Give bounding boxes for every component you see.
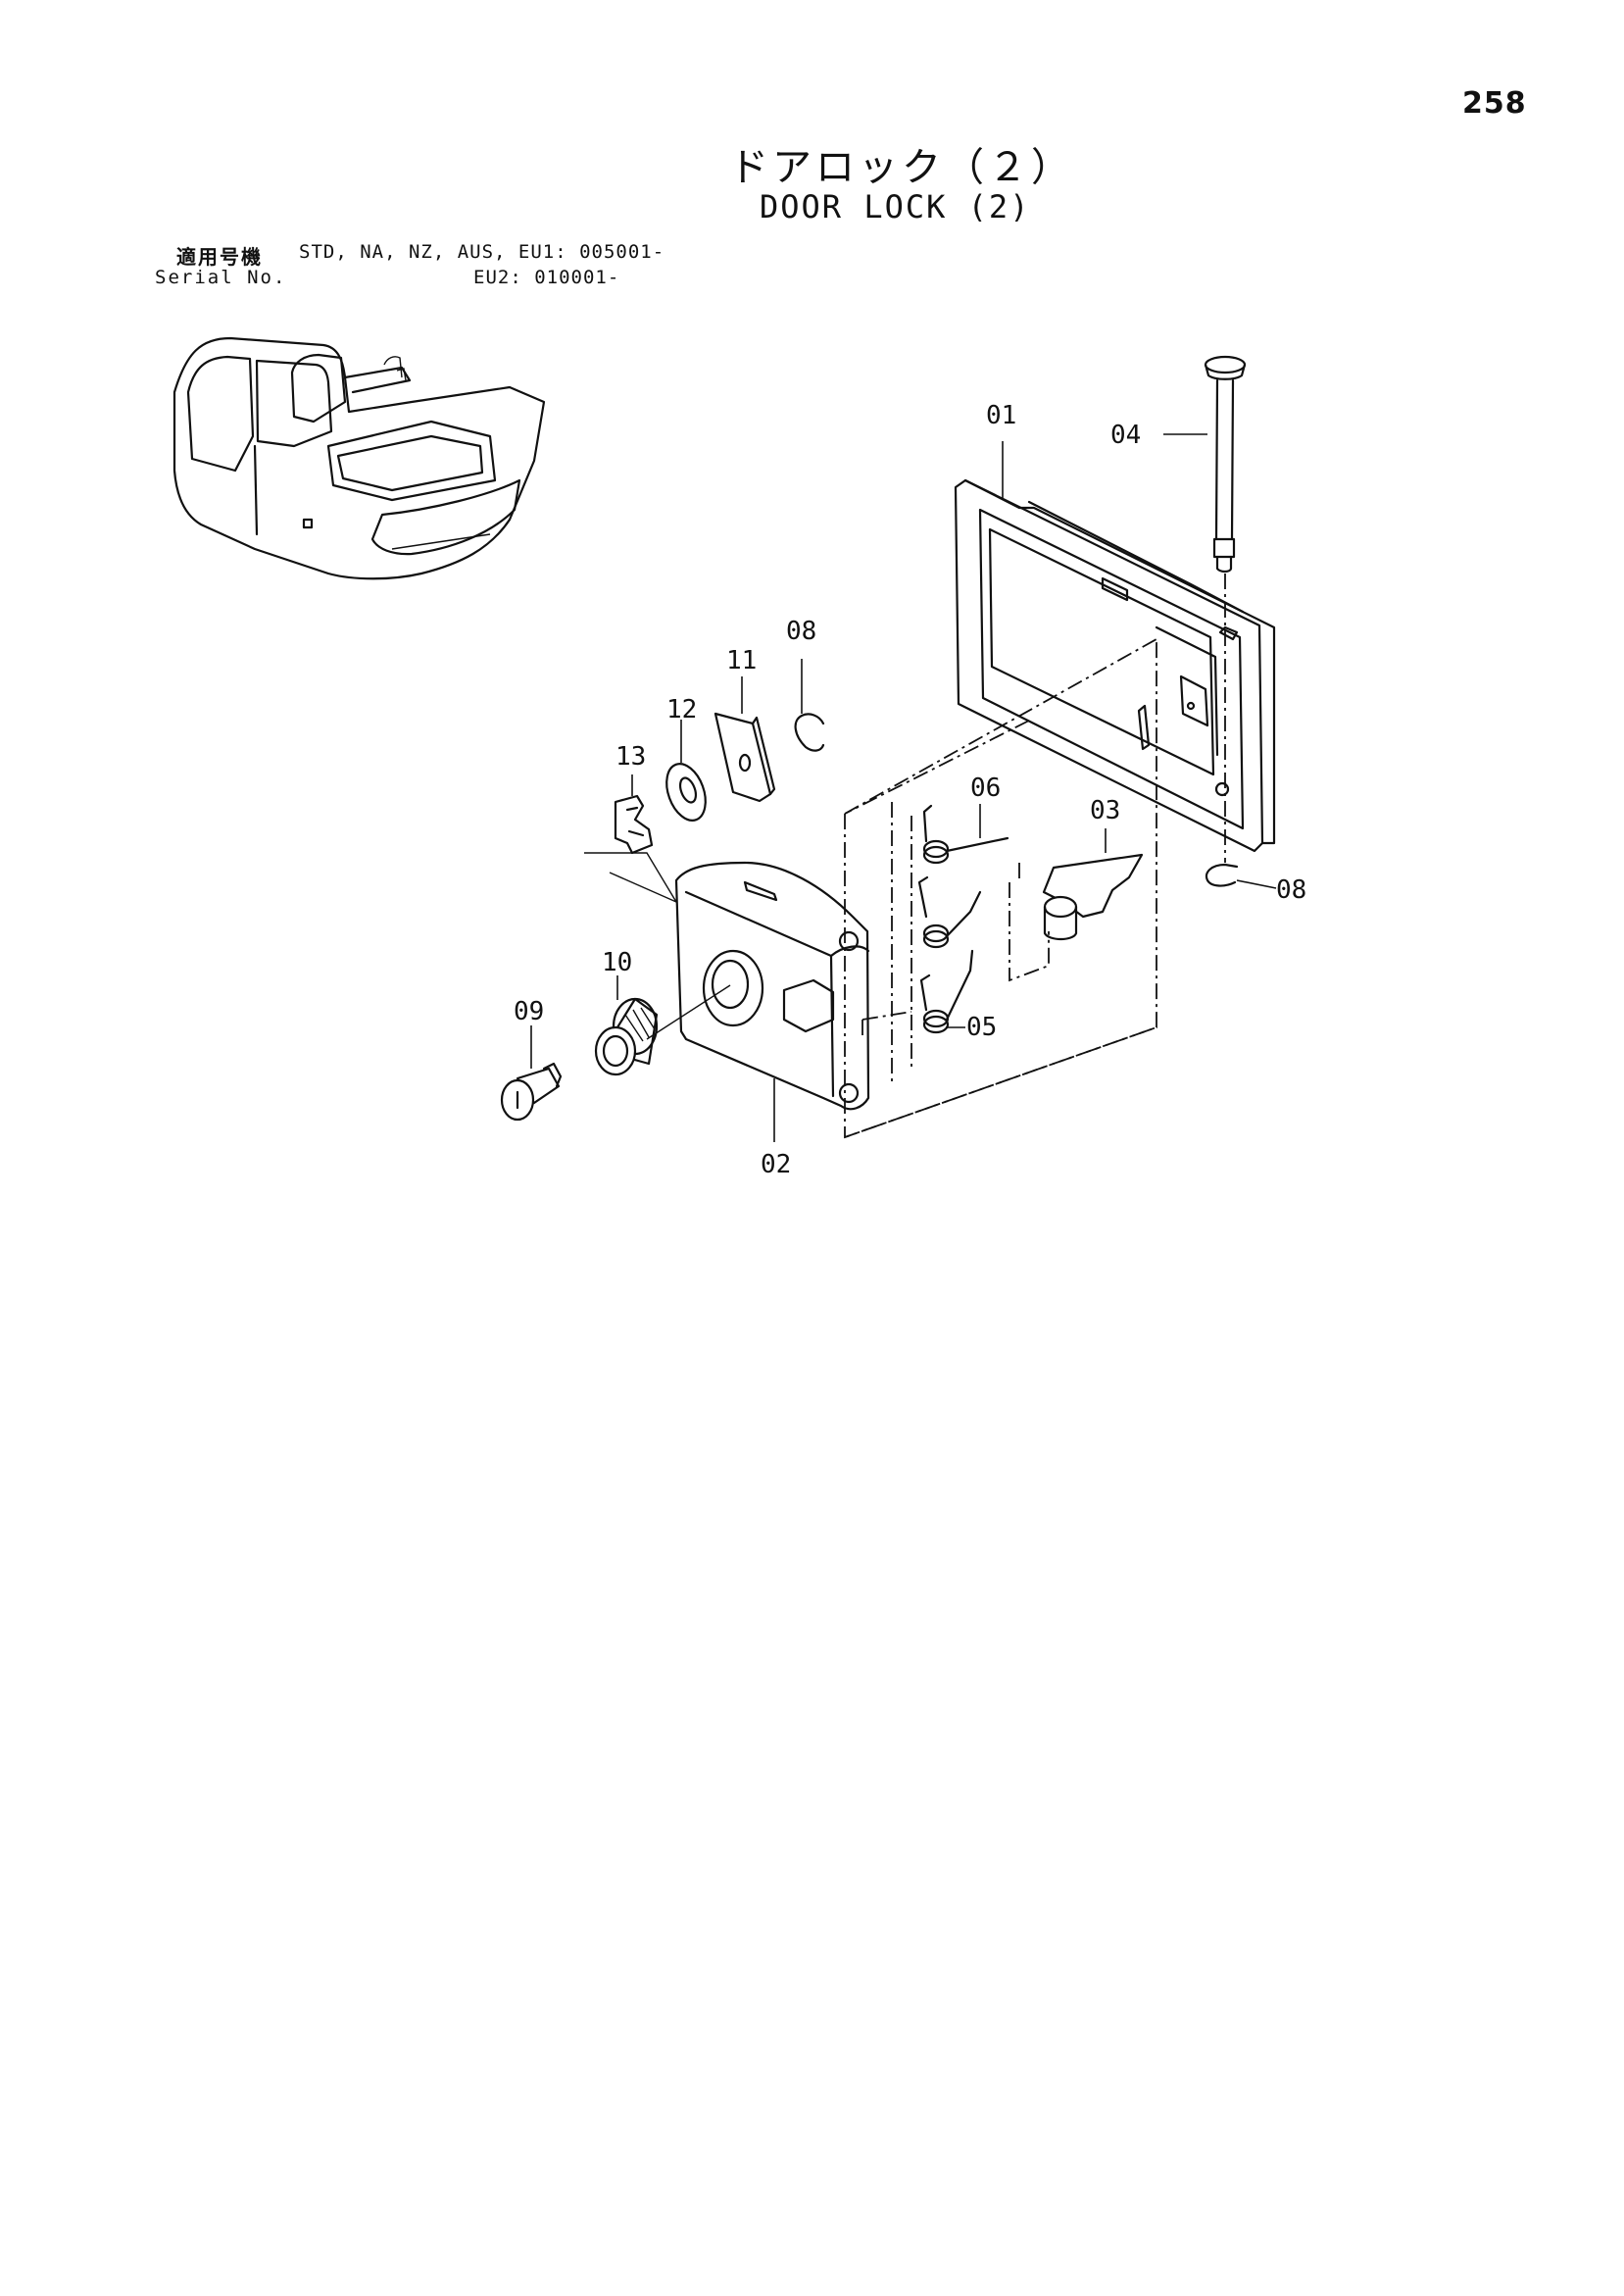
- part-08-lower-clip: [1205, 863, 1277, 889]
- part-11-plate: [714, 676, 776, 803]
- callout-09: 09: [514, 997, 544, 1026]
- part-02-lock-body: [674, 861, 870, 1142]
- callout-11: 11: [726, 646, 757, 675]
- part-06-spring: [922, 804, 1009, 865]
- part-10-lock-bezel: [594, 975, 731, 1076]
- part-08-upper-clip: [794, 659, 825, 752]
- serial-range-line-2: EU2: 010001-: [473, 267, 620, 288]
- excavator-reference-illustration: [172, 336, 546, 580]
- callout-08-upper: 08: [786, 617, 816, 646]
- part-13-latch-clip: [584, 774, 678, 904]
- title-japanese: ドアロック（２）: [729, 145, 1074, 190]
- part-05-springs: [917, 875, 982, 1034]
- callout-12: 12: [666, 695, 697, 724]
- callout-03: 03: [1090, 796, 1120, 825]
- page-number: 258: [1462, 86, 1527, 121]
- part-04-pin: [1163, 355, 1247, 863]
- part-03-latch-lever: [1042, 828, 1144, 941]
- title-english: DOOR LOCK (2): [760, 188, 1031, 225]
- callout-04: 04: [1110, 421, 1141, 450]
- serial-range-line-1: STD, NA, NZ, AUS, EU1: 005001-: [299, 241, 665, 263]
- part-12-washer: [665, 720, 707, 822]
- callout-01: 01: [986, 401, 1016, 430]
- callout-13: 13: [615, 742, 646, 772]
- assembly-lines: [844, 638, 1157, 1139]
- serial-label-japanese: 適用号機: [176, 245, 263, 269]
- part-01-handle-housing: [954, 441, 1276, 853]
- serial-label-english: Serial No.: [155, 267, 287, 288]
- callout-10: 10: [602, 948, 632, 977]
- part-09-key-cylinder: [500, 1025, 563, 1122]
- callout-08-lower: 08: [1276, 875, 1306, 905]
- callout-06: 06: [970, 774, 1001, 803]
- callout-05: 05: [966, 1013, 997, 1042]
- callout-02: 02: [761, 1150, 791, 1179]
